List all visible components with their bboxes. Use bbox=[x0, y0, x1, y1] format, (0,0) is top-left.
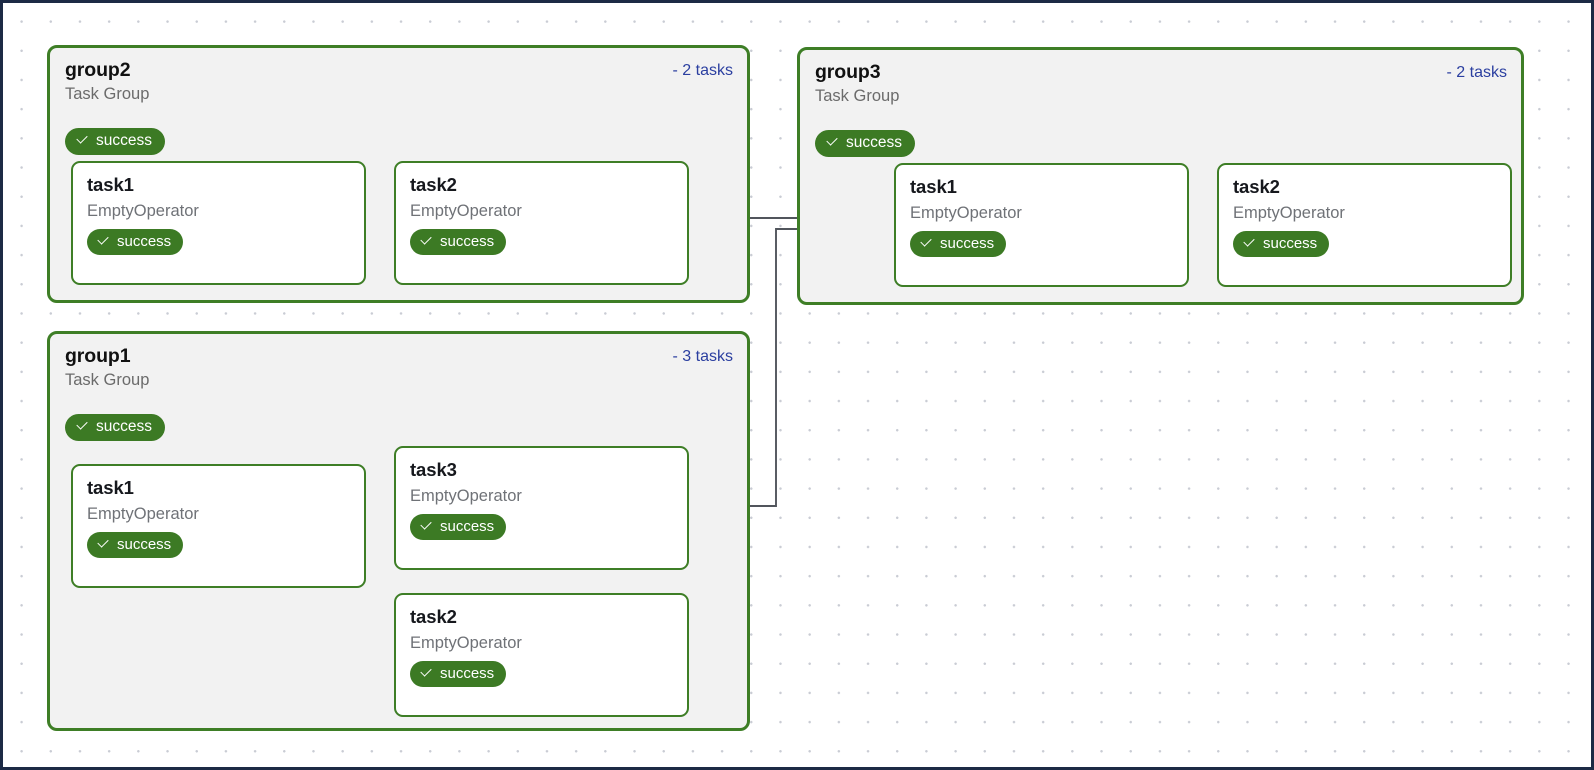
task-group-status-badge: success bbox=[815, 130, 915, 157]
check-icon bbox=[420, 235, 433, 248]
task-node-group1-task2[interactable]: task2 EmptyOperator success bbox=[394, 593, 689, 717]
check-icon bbox=[97, 538, 110, 551]
status-label: success bbox=[940, 235, 995, 253]
task-status-badge: success bbox=[87, 229, 184, 256]
task-node-group2-task2[interactable]: task2 EmptyOperator success bbox=[394, 161, 689, 285]
status-label: success bbox=[440, 518, 495, 536]
task-status-badge: success bbox=[410, 229, 507, 256]
task-group-count[interactable]: - 2 tasks bbox=[672, 62, 733, 79]
check-icon bbox=[920, 237, 933, 250]
status-label: success bbox=[96, 132, 152, 149]
task-group-header: group2 Task Group - 2 tasks bbox=[65, 58, 733, 107]
check-icon bbox=[826, 136, 839, 149]
task-node-group3-task2[interactable]: task2 EmptyOperator success bbox=[1217, 163, 1512, 287]
task-operator: EmptyOperator bbox=[410, 487, 522, 506]
task-group-group2[interactable]: group2 Task Group - 2 tasks success task… bbox=[47, 45, 750, 303]
task-group-title: group2 bbox=[65, 59, 131, 81]
task-operator: EmptyOperator bbox=[87, 202, 199, 221]
check-icon bbox=[97, 235, 110, 248]
task-status-badge: success bbox=[410, 661, 507, 688]
task-title: task3 bbox=[410, 459, 457, 480]
task-title: task1 bbox=[87, 477, 134, 498]
task-status-badge: success bbox=[1233, 231, 1330, 258]
check-icon bbox=[76, 420, 89, 433]
check-icon bbox=[76, 134, 89, 147]
task-operator: EmptyOperator bbox=[910, 204, 1022, 223]
task-status-badge: success bbox=[410, 514, 507, 541]
task-group-group1[interactable]: group1 Task Group - 3 tasks success task… bbox=[47, 331, 750, 731]
task-title: task2 bbox=[410, 174, 457, 195]
task-group-title: group3 bbox=[815, 61, 881, 83]
task-group-count[interactable]: - 2 tasks bbox=[1446, 64, 1507, 81]
task-status-badge: success bbox=[910, 231, 1007, 258]
status-label: success bbox=[117, 233, 172, 251]
check-icon bbox=[1243, 237, 1256, 250]
task-group-status-badge: success bbox=[65, 414, 165, 441]
task-operator: EmptyOperator bbox=[87, 505, 199, 524]
task-group-type-label: Task Group bbox=[65, 371, 150, 390]
task-title: task2 bbox=[410, 606, 457, 627]
check-icon bbox=[420, 520, 433, 533]
task-group-header: group3 Task Group - 2 tasks bbox=[815, 60, 1507, 109]
task-operator: EmptyOperator bbox=[410, 202, 522, 221]
task-operator: EmptyOperator bbox=[1233, 204, 1345, 223]
task-title: task1 bbox=[910, 176, 957, 197]
task-status-badge: success bbox=[87, 532, 184, 559]
task-group-type-label: Task Group bbox=[815, 87, 900, 106]
status-label: success bbox=[440, 665, 495, 683]
task-group-group3[interactable]: group3 Task Group - 2 tasks success task… bbox=[797, 47, 1524, 305]
status-label: success bbox=[96, 418, 152, 435]
task-operator: EmptyOperator bbox=[410, 634, 522, 653]
task-node-group3-task1[interactable]: task1 EmptyOperator success bbox=[894, 163, 1189, 287]
task-group-status-badge: success bbox=[65, 128, 165, 155]
status-label: success bbox=[1263, 235, 1318, 253]
task-node-group1-task3[interactable]: task3 EmptyOperator success bbox=[394, 446, 689, 570]
check-icon bbox=[420, 667, 433, 680]
status-label: success bbox=[117, 536, 172, 554]
task-group-title: group1 bbox=[65, 345, 131, 367]
task-node-group2-task1[interactable]: task1 EmptyOperator success bbox=[71, 161, 366, 285]
task-title: task1 bbox=[87, 174, 134, 195]
task-group-type-label: Task Group bbox=[65, 85, 150, 104]
task-title: task2 bbox=[1233, 176, 1280, 197]
status-label: success bbox=[440, 233, 495, 251]
task-group-header: group1 Task Group - 3 tasks bbox=[65, 344, 733, 393]
task-group-count[interactable]: - 3 tasks bbox=[672, 348, 733, 365]
task-node-group1-task1[interactable]: task1 EmptyOperator success bbox=[71, 464, 366, 588]
status-label: success bbox=[846, 134, 902, 151]
